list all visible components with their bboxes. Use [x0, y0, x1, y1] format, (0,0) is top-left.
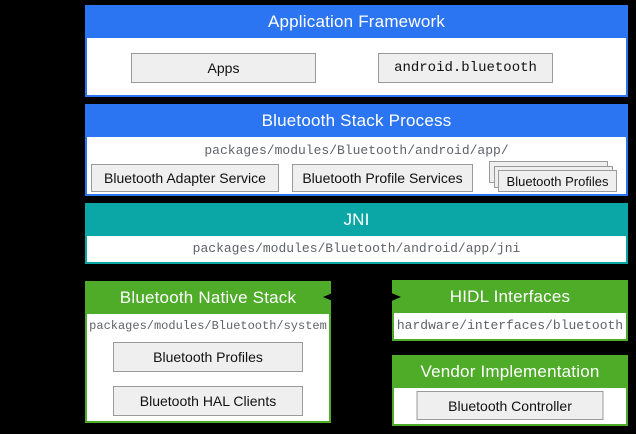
- native-bluetooth-profiles-box: Bluetooth Profiles: [113, 342, 303, 372]
- native-stack-path: packages/modules/Bluetooth/system: [89, 319, 327, 333]
- section-jni: JNI packages/modules/Bluetooth/android/a…: [85, 203, 628, 264]
- bluetooth-adapter-service-box: Bluetooth Adapter Service: [91, 164, 279, 192]
- bluetooth-profiles-stack-box: Bluetooth Profiles: [498, 170, 617, 192]
- section-application-framework: Application Framework Apps android.bluet…: [85, 5, 628, 97]
- hidl-interfaces-body: hardware/interfaces/bluetooth: [394, 313, 626, 339]
- jni-path: packages/modules/Bluetooth/android/app/j…: [192, 241, 521, 256]
- bidirectional-arrow-icon: [323, 292, 401, 302]
- jni-body: packages/modules/Bluetooth/android/app/j…: [87, 236, 626, 262]
- bluetooth-controller-box: Bluetooth Controller: [416, 391, 604, 420]
- stack-process-path: packages/modules/Bluetooth/android/app/: [204, 143, 509, 158]
- bluetooth-native-stack-title: Bluetooth Native Stack: [119, 288, 297, 307]
- application-framework-body: Apps android.bluetooth: [87, 38, 626, 95]
- bluetooth-native-stack-body: packages/modules/Bluetooth/system Blueto…: [87, 314, 329, 421]
- section-bluetooth-stack-process: Bluetooth Stack Process packages/modules…: [85, 104, 628, 196]
- vendor-implementation-body: Bluetooth Controller: [394, 388, 626, 424]
- section-vendor-implementation: Vendor Implementation Bluetooth Controll…: [392, 355, 628, 426]
- bluetooth-profile-services-box: Bluetooth Profile Services: [292, 164, 473, 192]
- apps-box: Apps: [131, 53, 316, 83]
- jni-title: JNI: [343, 210, 370, 229]
- android-bluetooth-api-box: android.bluetooth: [378, 53, 553, 83]
- hidl-interfaces-title: HIDL Interfaces: [449, 287, 571, 306]
- bluetooth-stack-process-title: Bluetooth Stack Process: [261, 111, 452, 130]
- bluetooth-stack-process-body: packages/modules/Bluetooth/android/app/ …: [87, 137, 626, 194]
- application-framework-title: Application Framework: [267, 12, 446, 31]
- vendor-implementation-title: Vendor Implementation: [420, 362, 600, 381]
- section-bluetooth-native-stack: Bluetooth Native Stack packages/modules/…: [85, 281, 331, 423]
- bluetooth-hal-clients-box: Bluetooth HAL Clients: [113, 386, 303, 416]
- section-hidl-interfaces: HIDL Interfaces hardware/interfaces/blue…: [392, 280, 628, 341]
- hidl-path: hardware/interfaces/bluetooth: [396, 318, 624, 333]
